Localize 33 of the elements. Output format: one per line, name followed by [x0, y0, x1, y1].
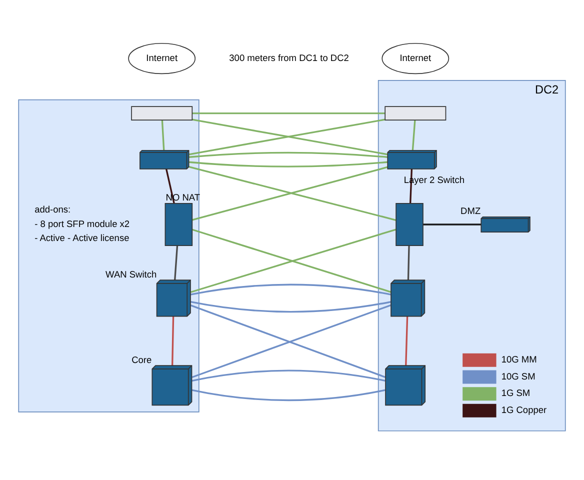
- node-label: DMZ: [460, 206, 481, 216]
- legend-label: 10G MM: [501, 354, 537, 364]
- connector: [188, 160, 388, 167]
- connector: [405, 316, 408, 366]
- connector: [190, 283, 392, 295]
- node-label: Core: [132, 354, 152, 364]
- label: 300 meters from DC1 to DC2: [229, 52, 349, 62]
- legend-label: 1G SM: [501, 388, 530, 398]
- connector: [188, 151, 388, 158]
- connector: [407, 245, 410, 280]
- legend-label: 10G SM: [501, 370, 536, 381]
- label: - Active - Active license: [34, 232, 130, 243]
- node-box: [131, 106, 193, 120]
- node-box: [164, 202, 193, 246]
- label: - 8 port SFP module x2: [34, 218, 130, 228]
- node-ellipse: Internet: [128, 42, 196, 74]
- connector: [174, 245, 178, 280]
- cluster: [18, 98, 200, 412]
- node-box: [396, 202, 424, 246]
- connector: [161, 120, 165, 150]
- legend-label: 1G Copper: [501, 404, 547, 415]
- connector: [171, 316, 174, 365]
- connector: [190, 300, 392, 312]
- node-box: [384, 106, 446, 120]
- connector: [412, 120, 416, 150]
- connector: [192, 388, 386, 401]
- node-label: WAN Switch: [106, 268, 157, 279]
- connector: [410, 168, 413, 203]
- node-ellipse: Internet: [382, 42, 450, 74]
- label: add-ons:: [34, 204, 71, 214]
- connector: [423, 223, 482, 225]
- connector: [192, 112, 385, 114]
- connector: [192, 369, 386, 382]
